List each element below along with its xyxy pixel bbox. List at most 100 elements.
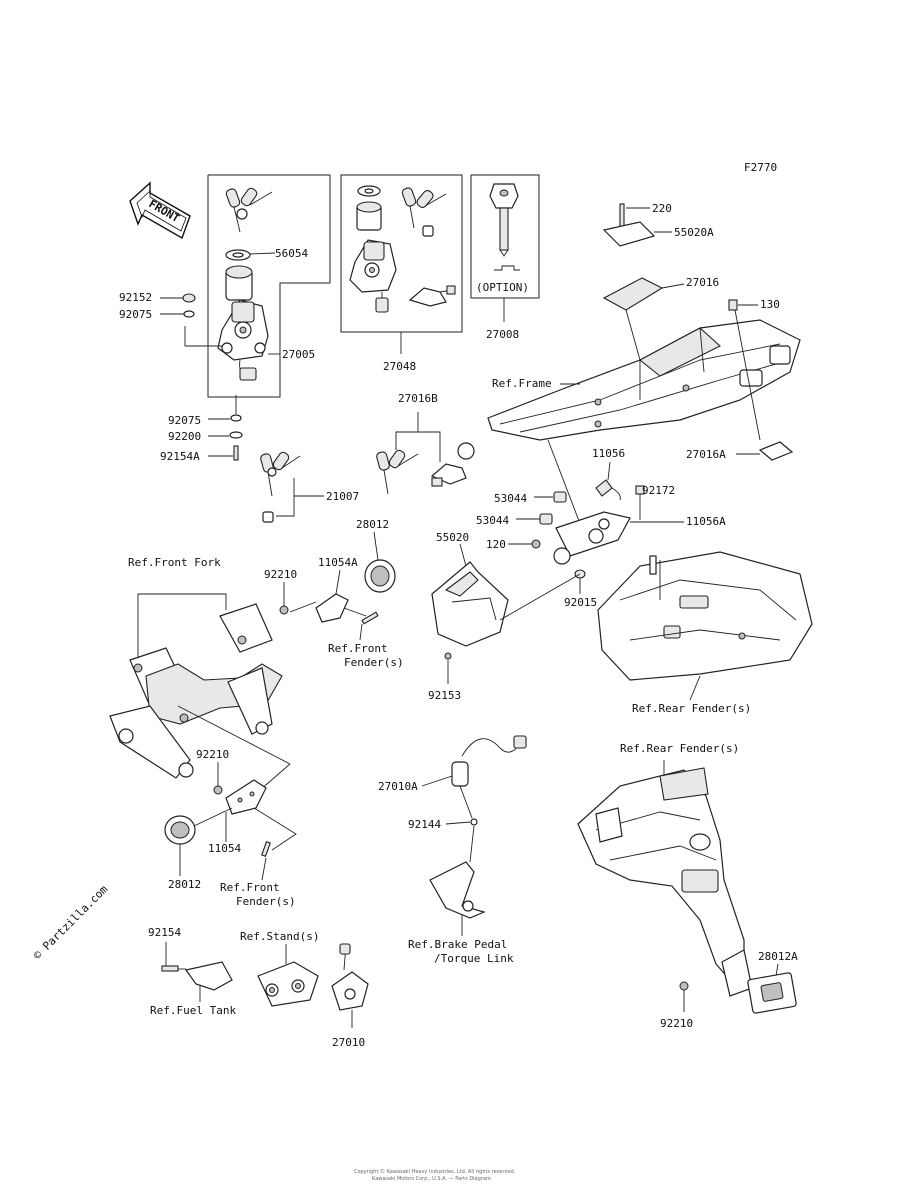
label-27048: 27048 — [383, 360, 416, 373]
label-ref-front-fork: Ref.Front Fork — [128, 556, 221, 569]
group-box-27048 — [340, 174, 463, 333]
label-27016: 27016 — [686, 276, 719, 289]
washer-92152 — [182, 293, 196, 303]
figure-code: F2770 — [744, 161, 777, 174]
frame-assembly — [487, 203, 801, 461]
label-92200: 92200 — [168, 430, 201, 443]
label-92210-c: 92210 — [660, 1017, 693, 1030]
front-direction-arrow: FRONT — [129, 181, 191, 240]
label-92075-b: 92075 — [168, 414, 201, 427]
label-28012a: 28012A — [758, 950, 798, 963]
label-27010: 27010 — [332, 1036, 365, 1049]
label-220: 220 — [652, 202, 672, 215]
label-92154a: 92154A — [160, 450, 200, 463]
bolt-120 — [531, 539, 541, 549]
label-ref-front-fender-1a: Ref.Front — [328, 642, 388, 655]
label-28012-b: 28012 — [168, 878, 201, 891]
copyright-line-1: Copyright © Kawasaki Heavy Industries, L… — [354, 1168, 516, 1175]
label-ref-front-fender-2a: Ref.Front — [220, 881, 280, 894]
spring-92144 — [470, 818, 478, 826]
label-92144: 92144 — [408, 818, 441, 831]
bracket-cluster-11056 — [539, 439, 650, 579]
ignition-switch-body-icon — [217, 299, 269, 381]
label-11056a: 11056A — [686, 515, 726, 528]
key-blank-group-27008: (OPTION) 27008 — [470, 174, 540, 341]
label-92015: 92015 — [564, 596, 597, 609]
label-92152: 92152 — [119, 291, 152, 304]
label-11056: 11056 — [592, 447, 625, 460]
label-11054a: 11054A — [318, 556, 358, 569]
washer-92200 — [229, 431, 243, 439]
label-92210-a: 92210 — [264, 568, 297, 581]
label-ref-fuel-tank: Ref.Fuel Tank — [150, 1004, 236, 1017]
watermark-text: © Partzilla.com — [31, 882, 111, 962]
bolt-92154a — [233, 445, 239, 461]
label-ref-rear-fender-1: Ref.Rear Fender(s) — [632, 702, 751, 715]
rear-fender-upper — [597, 551, 813, 681]
key-icon — [225, 187, 273, 233]
label-56054: 56054 — [275, 247, 308, 260]
bolt-front-fender-1 — [361, 611, 379, 625]
label-53044-b: 53044 — [476, 514, 509, 527]
label-27016a: 27016A — [686, 448, 726, 461]
label-ref-rear-fender-2: Ref.Rear Fender(s) — [620, 742, 739, 755]
rear-fender-lower — [577, 760, 753, 997]
label-27016b: 27016B — [398, 392, 438, 405]
copyright-line-2: Kawasaki Motors Corp., U.S.A. — Parts Di… — [372, 1176, 491, 1182]
key-icon — [401, 187, 447, 229]
switch-27016 — [602, 277, 664, 311]
nut-92210-a — [279, 605, 289, 615]
label-21007: 21007 — [326, 490, 359, 503]
lock-cylinder-icon — [225, 265, 253, 301]
label-55020: 55020 — [436, 531, 469, 544]
label-92153: 92153 — [428, 689, 461, 702]
brake-pedal-icon — [429, 861, 486, 919]
label-120: 120 — [486, 538, 506, 551]
cover-55020 — [431, 543, 581, 684]
bolt-92154 — [161, 965, 179, 972]
callout-a-1 — [457, 442, 475, 460]
ignition-switch-group: 56054 27005 — [207, 174, 331, 398]
label-ref-brake-b: /Torque Link — [434, 952, 514, 965]
label-130: 130 — [760, 298, 780, 311]
label-27008: 27008 — [486, 328, 519, 341]
label-55020a: 55020A — [674, 226, 714, 239]
group-box-27008 — [470, 174, 540, 299]
bracket-27016a — [758, 441, 794, 461]
label-92154: 92154 — [148, 926, 181, 939]
key-set-27016b: 27016B — [376, 392, 475, 495]
label-ref-frame: Ref.Frame — [492, 377, 552, 390]
label-28012-a: 28012 — [356, 518, 389, 531]
lock-set-group-27048: 27048 — [340, 174, 463, 373]
group-box-27005 — [207, 174, 331, 398]
bolt-130 — [728, 299, 738, 311]
label-92210-b: 92210 — [196, 748, 229, 761]
callout-a-2 — [553, 547, 571, 565]
sidestand-switch-27010 — [331, 943, 369, 1028]
washer-92075-b — [230, 414, 242, 422]
front-fork-assembly — [109, 603, 283, 779]
bolt-92153 — [444, 652, 452, 660]
key-set-21007: 21007 — [260, 451, 359, 523]
option-note: (OPTION) — [476, 281, 529, 294]
brake-switch-27010a — [429, 735, 527, 919]
label-92172: 92172 — [642, 484, 675, 497]
label-ref-front-fender-2b: Fender(s) — [236, 895, 296, 908]
cover-55020a — [602, 221, 656, 247]
nut-92210-b — [213, 785, 223, 795]
label-ref-stand: Ref.Stand(s) — [240, 930, 319, 943]
bracket-11054a — [315, 593, 349, 623]
label-92075-a: 92075 — [119, 308, 152, 321]
bolt-front-fender-2 — [261, 841, 271, 857]
sidestand-bracket — [257, 961, 319, 1007]
label-27010a: 27010A — [378, 780, 418, 793]
label-ref-brake-a: Ref.Brake Pedal — [408, 938, 507, 951]
fuel-tank-bracket — [184, 961, 233, 991]
washer-92075-a — [183, 310, 195, 318]
nut-92210-c — [679, 981, 689, 991]
bracket-11054 — [225, 779, 267, 815]
label-11054: 11054 — [208, 842, 241, 855]
label-27005: 27005 — [282, 348, 315, 361]
label-53044-a: 53044 — [494, 492, 527, 505]
